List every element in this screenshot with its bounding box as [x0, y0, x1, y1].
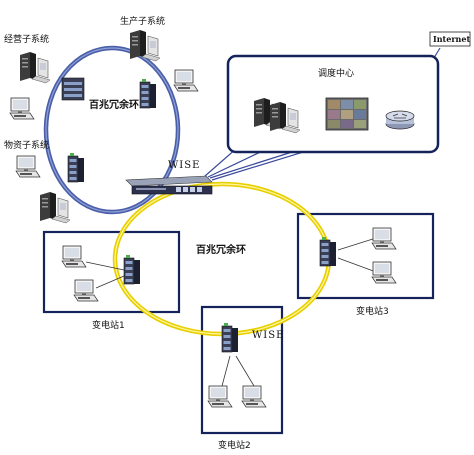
main-wise-label: WISE	[168, 160, 200, 171]
substation-3-pc-icon	[371, 261, 397, 284]
substation-3-pc-icon	[371, 227, 397, 250]
business-server-icon	[19, 51, 51, 84]
top-redundant-ring-highlight	[45, 47, 179, 213]
top-ring-label: 百兆冗余环	[89, 98, 139, 111]
production-server-icon	[129, 29, 161, 62]
substation-2-pc-icon	[241, 385, 267, 408]
substation-2-wise-label: WISE	[252, 330, 284, 341]
main-wise-switch-icon	[125, 175, 213, 195]
internet-box	[429, 31, 471, 47]
materials-subsystem-label: 物资子系统	[4, 139, 49, 151]
video-wall-icon	[325, 97, 369, 131]
production-pc-icon	[173, 69, 199, 92]
internet-label: Internet	[433, 34, 470, 44]
substation-1-label: 变电站1	[92, 319, 125, 331]
business-switch-icon	[61, 77, 85, 101]
business-subsystem-label: 经营子系统	[4, 33, 49, 45]
materials-switch-icon	[67, 152, 85, 183]
substation-1-switch-icon	[123, 254, 141, 285]
bottom-ring-label: 百兆冗余环	[196, 243, 246, 256]
substation-3-switch-icon	[319, 236, 337, 267]
materials-pc-icon	[15, 155, 41, 178]
substation-2-pc-icon	[207, 385, 233, 408]
substation-3-label: 变电站3	[356, 305, 389, 317]
router-icon	[385, 110, 415, 130]
substation-2-label: 变电站2	[218, 439, 251, 451]
substation-2-links	[221, 355, 255, 387]
bottom-redundant-ring	[112, 181, 332, 337]
substation-2-switch-icon	[221, 322, 239, 353]
substation-1-pc-icon	[73, 279, 99, 302]
substation-3-box	[296, 212, 435, 300]
business-pc-icon	[9, 97, 35, 120]
production-switch-icon	[139, 78, 157, 109]
materials-server-icon	[39, 191, 71, 224]
substation-3-links	[337, 237, 377, 273]
substation-1-pc-icon	[61, 245, 87, 268]
substation-1-box	[42, 230, 181, 314]
substation-2-box	[200, 305, 284, 435]
substation-1-links	[85, 261, 125, 289]
dispatch-center-label: 调度中心	[318, 67, 354, 79]
production-subsystem-label: 生产子系统	[120, 15, 165, 27]
